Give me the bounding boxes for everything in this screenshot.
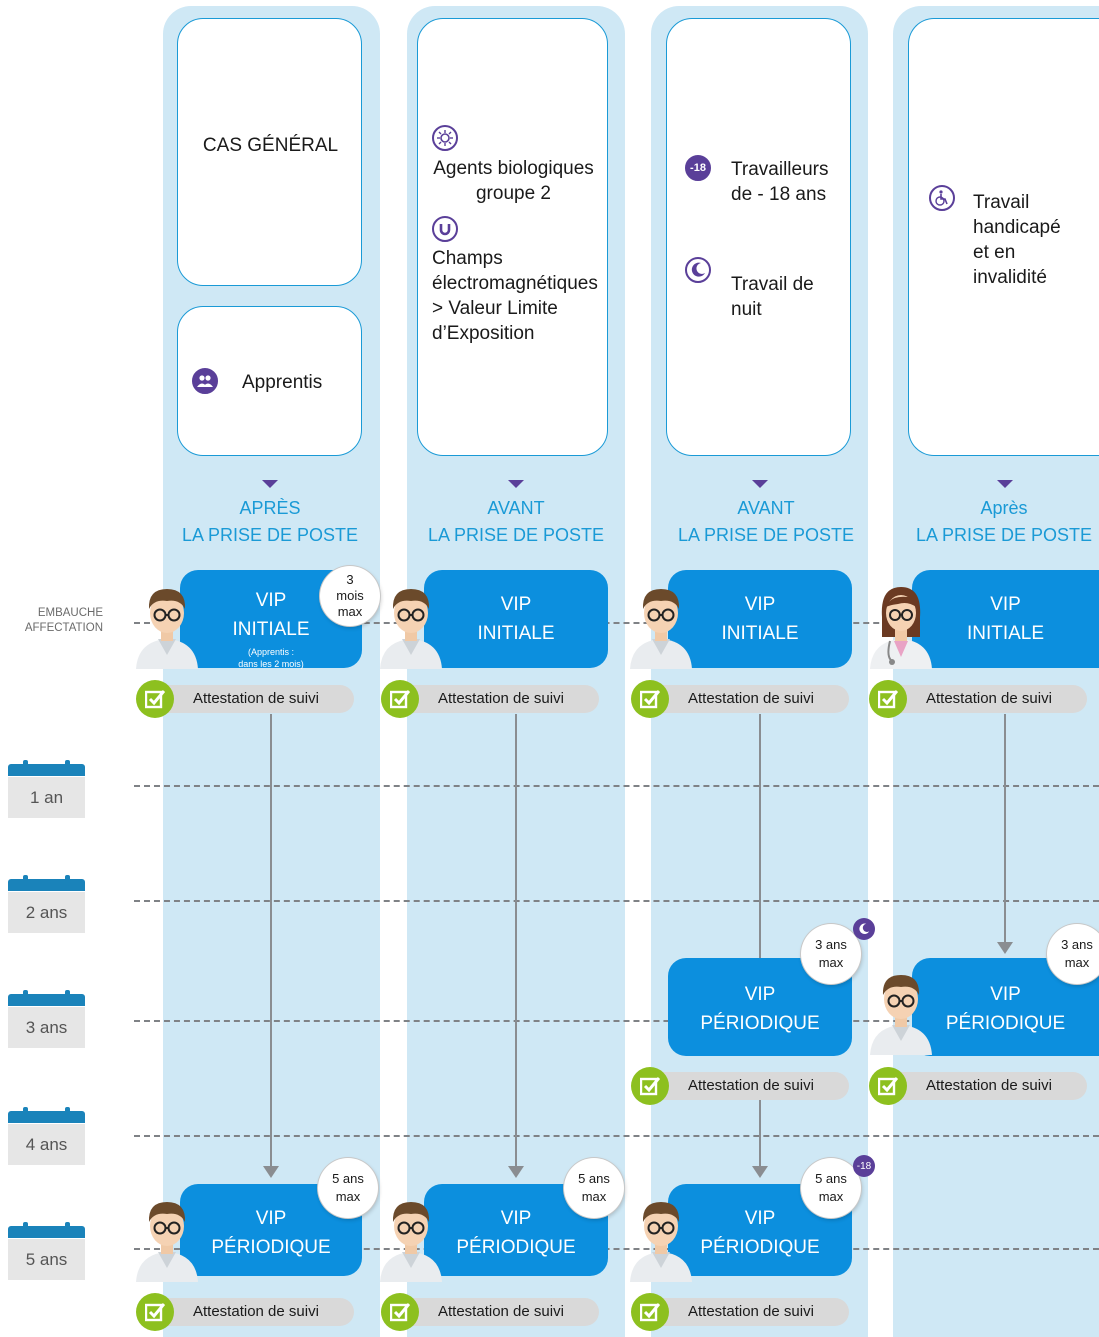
year-label-5: 5 ans [8,1239,85,1280]
line-5-ans [134,1248,1099,1250]
calendar-icon-4-ans: 4 ans [8,1107,85,1165]
triangle-col2 [508,480,524,488]
check-icon-col2 [381,680,419,718]
doctor-male-avatar [628,577,694,669]
attestation-col2: Attestation de suivi [400,685,599,713]
condition-box-cas-general: CAS GÉNÉRAL [177,18,362,286]
arrow-line-col3a [759,714,761,959]
under-18-icon: -18 [685,155,711,181]
doctor-male-avatar [378,577,444,669]
embauche-label: EMBAUCHE AFFECTATION [24,607,103,634]
magnet-icon [432,216,458,242]
doctor-male-avatar [378,1190,444,1282]
vip-periodique-3ans-col3: VIP PÉRIODIQUE [668,958,852,1056]
doctor-female-avatar [868,577,934,669]
doctor-male-avatar [628,1190,694,1282]
night-moon-icon [685,257,711,283]
attestation-col4: Attestation de suivi [888,685,1087,713]
arrow-line-col4 [1004,714,1006,942]
triangle-col1 [262,480,278,488]
condition-box-apprentis: Apprentis [177,306,362,456]
line-4-ans [134,1135,1099,1137]
line-3-ans [134,1020,1099,1022]
doctor-male-avatar [134,577,200,669]
calendar-icon-5-ans: 5 ans [8,1222,85,1280]
check-icon-col3-5ans [631,1293,669,1331]
biohazard-icon [432,125,458,151]
attestation-col3-5ans: Attestation de suivi [650,1298,849,1326]
line-2-ans [134,900,1099,902]
check-icon-col1 [136,680,174,718]
wheelchair-icon [929,185,955,211]
line-embauche [134,622,1099,624]
arrow-head-col2 [508,1166,524,1178]
check-icon-col1-5ans [136,1293,174,1331]
night-moon-icon [853,918,875,940]
arrow-head-col3 [752,1166,768,1178]
check-icon-col2-5ans [381,1293,419,1331]
attestation-col1-5ans: Attestation de suivi [155,1298,354,1326]
attestation-col1: Attestation de suivi [155,685,354,713]
attestation-col2-5ans: Attestation de suivi [400,1298,599,1326]
under-18-icon: -18 [853,1155,875,1177]
check-icon-col4-3ans [869,1067,907,1105]
doctor-male-avatar [134,1190,200,1282]
triangle-col4 [997,480,1013,488]
year-label-3: 3 ans [8,1007,85,1048]
check-icon-col3 [631,680,669,718]
triangle-col3 [752,480,768,488]
cas-general-title: CAS GÉNÉRAL [202,135,339,156]
arrow-head-col4 [997,942,1013,954]
check-icon-col4 [869,680,907,718]
vip-initiale-col2: VIP INITIALE [424,570,608,668]
vip-initiale-col4: VIP INITIALE [912,570,1099,668]
doctor-male-avatar [868,963,934,1055]
year-label-1: 1 an [8,777,85,818]
apprentis-icon [192,368,218,394]
calendar-icon-2-ans: 2 ans [8,875,85,933]
apprentis-label: Apprentis [242,372,323,393]
check-icon-col3-3ans [631,1067,669,1105]
arrow-head-col1 [263,1166,279,1178]
calendar-icon-3-ans: 3 ans [8,990,85,1048]
arrow-line-col2 [515,714,517,1166]
attestation-col4-3ans: Attestation de suivi [888,1072,1087,1100]
arrow-line-col3b [759,1100,761,1166]
attestation-col3: Attestation de suivi [650,685,849,713]
calendar-icon-1-an: 1 an [8,760,85,818]
year-label-4: 4 ans [8,1124,85,1165]
line-1-an [134,785,1099,787]
arrow-line-col1 [270,714,272,1166]
attestation-col3-3ans: Attestation de suivi [650,1072,849,1100]
year-label-2: 2 ans [8,892,85,933]
vip-initiale-col3: VIP INITIALE [668,570,852,668]
